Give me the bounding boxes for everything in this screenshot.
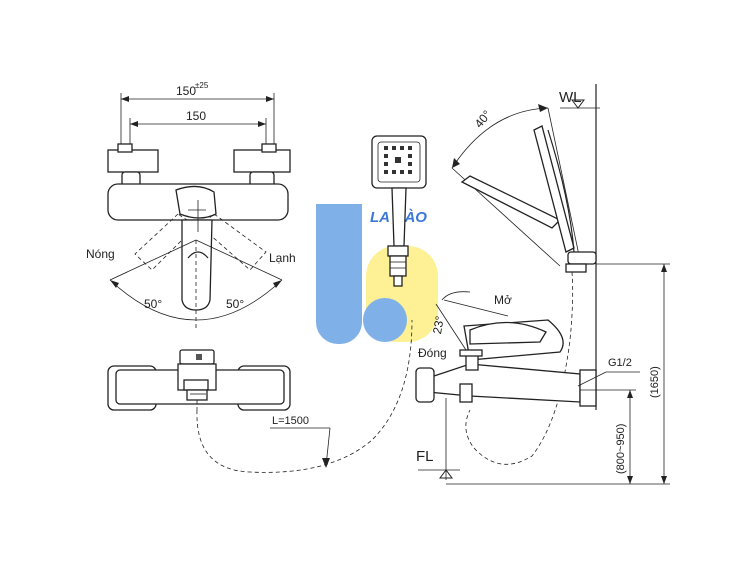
hand-shower <box>371 135 427 287</box>
close-label: Đóng <box>418 346 447 360</box>
lever-angle-label: 23° <box>430 315 447 336</box>
total-height-label: (1650) <box>649 366 661 398</box>
hose-length-label: L=1500 <box>272 415 309 427</box>
thread-label: G1/2 <box>608 357 632 369</box>
open-label: Mở <box>494 293 512 307</box>
width-tolerance-label: ±25 <box>195 81 209 90</box>
fl-label: FL <box>416 448 434 465</box>
front-view: L=1500 <box>107 319 413 473</box>
cold-label: Lạnh <box>269 251 296 265</box>
hot-label: Nóng <box>86 247 115 261</box>
mount-height-label: (800~950) <box>615 424 627 474</box>
angle-left-label: 50° <box>144 297 162 311</box>
wl-label: WL <box>559 89 582 106</box>
watermark-logo: LA HÀO <box>316 204 438 344</box>
top-view: 150 ±25 150 Nóng Lạnh 50° 50° <box>86 81 296 330</box>
angle-right-label: 50° <box>226 297 244 311</box>
side-view: WL 40° Mở Đóng 23° G <box>415 84 670 485</box>
width-total-label: 150 <box>176 84 196 98</box>
width-inner-label: 150 <box>186 109 206 123</box>
